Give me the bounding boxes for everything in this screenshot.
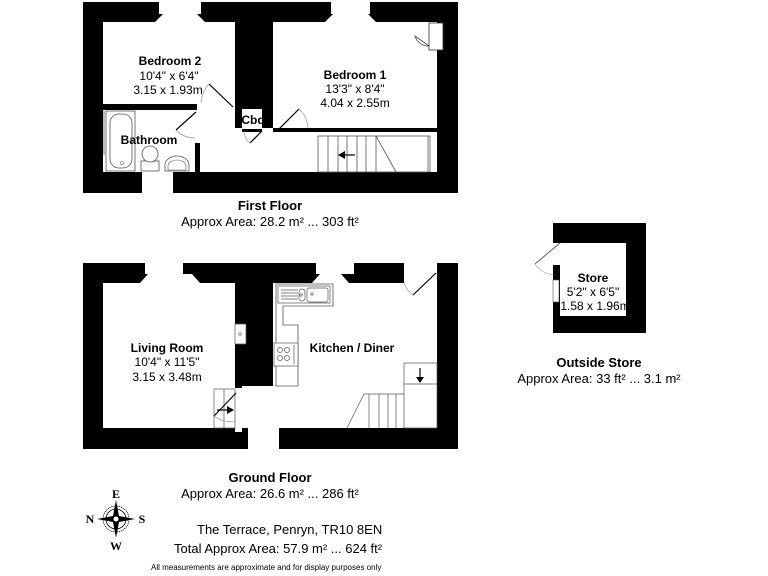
bath-inner (109, 113, 133, 169)
room-dim-imperial-living-room: 10'4" x 11'5" (135, 355, 200, 369)
room-label-bathroom: Bathroom (121, 133, 178, 147)
ground-floor-title: Ground Floor (228, 470, 312, 485)
kitchen-sink (277, 285, 331, 304)
disclaimer: All measurements are approximate and for… (151, 563, 382, 572)
room-dim-imperial-bedroom-2: 10'4" x 6'4" (139, 69, 198, 83)
first-floor-title: First Floor (237, 198, 303, 213)
ground-floor-plan (83, 263, 458, 449)
understairs (213, 388, 236, 429)
basin (164, 155, 190, 172)
bedroom-1-floor (273, 14, 437, 128)
outside-store-area: Approx Area: 33 ft² ... 3.1 m² (517, 371, 681, 386)
compass-north-label: N (86, 512, 95, 526)
bedroom-2-floor (103, 14, 235, 104)
first-floor-stairs (317, 135, 431, 173)
landing-floor (195, 104, 437, 172)
room-label-cupboard: Cbd (241, 113, 264, 127)
room-label-bedroom-1: Bedroom 1 (324, 68, 387, 82)
store-floor (560, 243, 626, 316)
window-kitchen (316, 263, 354, 274)
compass-south-label: S (139, 512, 146, 526)
property-address: The Terrace, Penryn, TR10 8EN (197, 522, 383, 537)
room-label-living-room: Living Room (131, 341, 204, 355)
room-dim-metric-store: 1.58 x 1.96m (560, 299, 629, 313)
stairs-down-arrow-icon (416, 377, 424, 383)
store-door-gap (553, 243, 561, 265)
outside-store-plan (534, 223, 646, 333)
room-dim-metric-bedroom-2: 3.15 x 1.93m (133, 83, 202, 97)
toilet-cistern (140, 160, 160, 172)
compass-west-label: W (110, 539, 122, 553)
room-dim-metric-bedroom-1: 4.04 x 2.55m (320, 96, 389, 110)
hallway-floor (235, 386, 273, 432)
first-floor-area: Approx Area: 28.2 m² ... 303 ft² (181, 214, 359, 229)
store-window (552, 279, 560, 303)
room-label-kitchen-diner: Kitchen / Diner (310, 341, 395, 355)
window-bedroom-1 (331, 2, 370, 14)
ground-floor-area: Approx Area: 26.6 m² ... 286 ft² (181, 486, 359, 501)
room-dim-imperial-store: 5'2" x 6'5" (567, 285, 619, 299)
compass-icon: E N S W (86, 487, 146, 553)
room-label-bedroom-2: Bedroom 2 (139, 54, 202, 68)
cupboard-floor (242, 109, 262, 129)
window-living-room (145, 263, 183, 274)
compass-east-label: E (112, 487, 120, 501)
total-area: Total Approx Area: 57.9 m² ... 624 ft² (174, 541, 383, 556)
wardrobe (428, 22, 444, 51)
living-room-arrow-icon (227, 406, 234, 414)
window-bedroom-2 (159, 2, 201, 14)
room-label-store: Store (578, 271, 609, 285)
living-room-radiator (234, 323, 247, 345)
toilet-bowl (141, 145, 159, 163)
hob (273, 342, 299, 367)
outside-store-title: Outside Store (556, 355, 642, 370)
living-room-floor (103, 274, 235, 428)
stairs-arrow-icon (338, 151, 345, 159)
window-bathroom (142, 172, 173, 193)
ground-floor-stairs (346, 362, 438, 429)
room-dim-metric-living-room: 3.15 x 3.48m (132, 370, 201, 384)
front-door-gap (248, 428, 279, 449)
room-dim-imperial-bedroom-1: 13'3" x 8'4" (325, 82, 384, 96)
first-floor-plan (83, 2, 458, 193)
